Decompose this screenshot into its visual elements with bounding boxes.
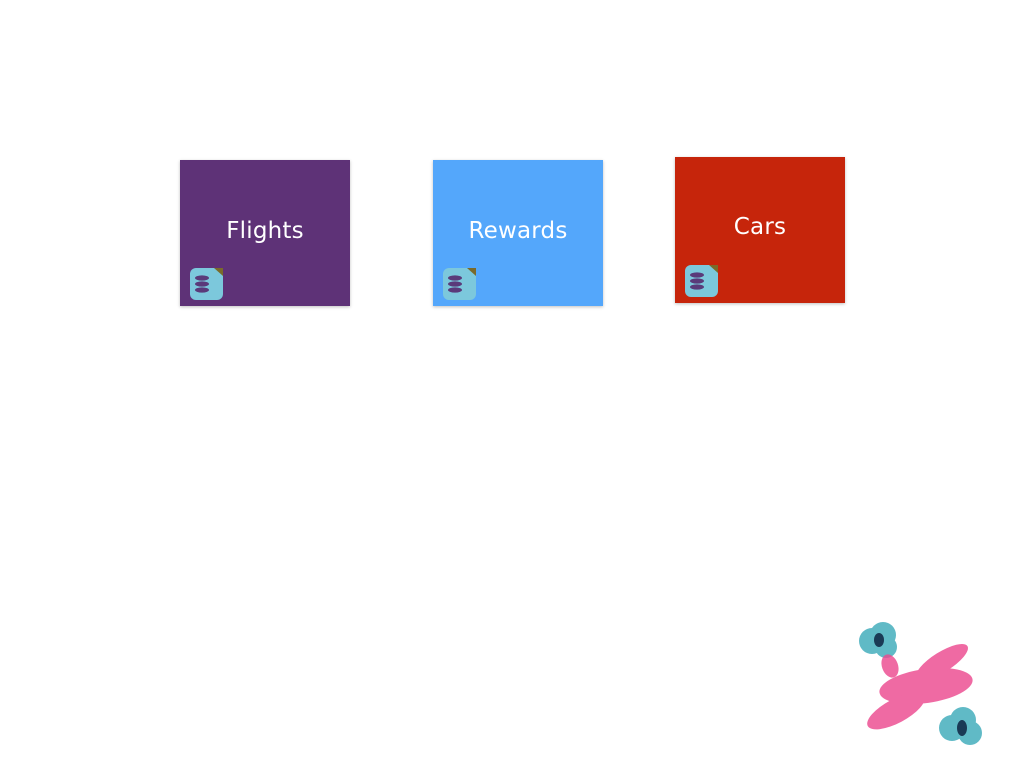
tile-rewards[interactable]: Rewards [433, 160, 603, 306]
database-icon [190, 268, 223, 300]
tile-cars-label: Cars [733, 214, 787, 240]
tile-flights-label: Flights [226, 218, 304, 244]
database-icon [443, 268, 476, 300]
tile-cars[interactable]: Cars [675, 157, 845, 303]
airplane-mascot-icon [859, 622, 982, 745]
tile-flights[interactable]: Flights [180, 160, 350, 306]
tile-rewards-label: Rewards [468, 218, 568, 244]
database-icon [685, 265, 718, 297]
